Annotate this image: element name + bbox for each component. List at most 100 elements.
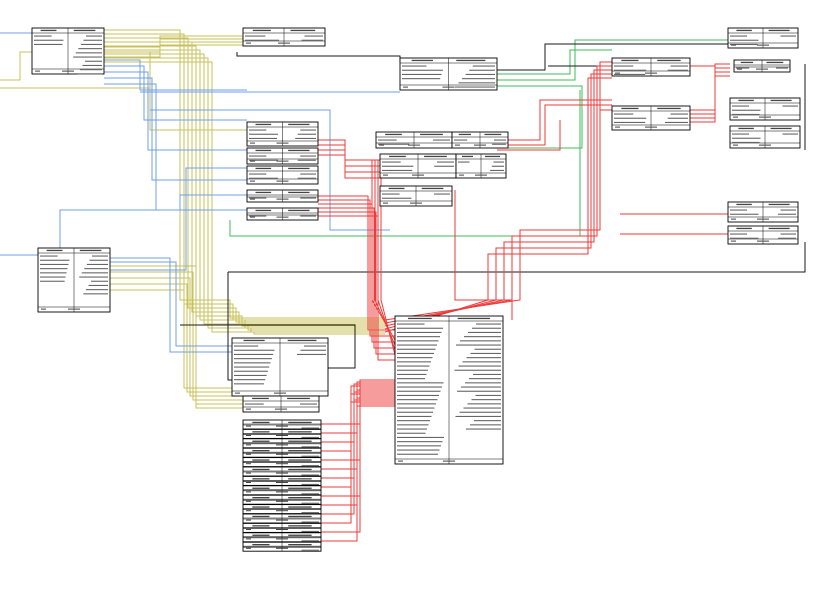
wire-red [380,160,396,356]
footer-text [276,519,288,521]
pin-label-right [79,276,108,278]
pin-label-right [466,428,501,430]
pin-label-right [782,105,798,107]
wire-red [320,405,395,542]
connector-bottom-stack-10 [242,504,322,515]
pin-label-right [301,521,319,523]
wire-red [320,403,395,533]
wire-yellow [110,271,243,401]
pin-label-left [234,379,266,381]
pin-label-right [300,403,317,405]
pin-label-right [92,255,108,257]
connector-bottom-stack-4 [242,447,322,458]
header-text-right [73,29,96,32]
wire-yellow [104,45,385,327]
wire-red [497,120,561,151]
pin-label-left [614,121,646,123]
pin-label-right [78,48,102,50]
pin-label-left [249,159,278,161]
pin-label-right [467,403,501,405]
footer-text [276,425,288,427]
header-text-left [388,187,405,190]
wire-yellow [104,44,243,58]
footer-text [757,44,769,46]
pin-label-right [301,465,319,467]
pin-label-left [730,233,748,235]
connector-lower-small [242,395,320,413]
pin-label-right [297,177,316,179]
pin-label-left [397,390,441,392]
pin-label-left [40,276,66,278]
connector-far-right-3 [729,97,801,121]
header-text-right [768,227,790,230]
wire-blue [150,109,390,231]
footer-text [250,180,255,182]
pin-label-left [732,141,760,143]
connector-bottom-stack-6 [242,466,322,477]
pin-label-left [730,35,748,37]
footer-text [759,116,771,118]
wire-red [497,104,612,146]
pin-label-left [397,352,434,354]
header-text-left [738,99,754,102]
pin-label-right [664,121,688,123]
footer-text [398,460,403,462]
wire-green [497,85,583,149]
connector-left-middle [37,247,111,313]
header-text-left [252,487,270,489]
pin-label-right [301,455,319,457]
pin-label-right [472,327,501,329]
header-text-right [768,29,790,32]
pin-label-right [454,369,501,371]
connector-bottom-stack-13 [242,532,322,543]
pin-label-left [614,113,634,115]
footer-text [246,519,251,521]
connector-center-4 [455,153,507,179]
pin-label-right [300,173,316,175]
pin-label-left [40,272,67,274]
pin-label-left [397,378,425,380]
header-text-left [252,29,271,32]
pin-label-left [249,173,267,175]
pin-label-right [301,474,319,476]
pin-label-right [300,215,316,217]
footer-text [274,392,286,394]
pin-label-left [34,35,52,37]
pin-label-right [461,386,501,388]
pin-label-left [402,73,442,75]
pin-label-right [84,268,108,270]
pin-label-right [300,129,316,131]
pin-label-left [397,386,442,388]
pin-label-right [301,549,319,551]
pin-label-right [494,139,506,141]
wire-yellow [195,268,243,409]
pin-label-left [234,370,268,372]
footer-text [475,174,487,176]
wire-blue [110,257,232,353]
pin-label-left [397,344,437,346]
header-text-right [288,191,310,194]
pin-label-left [382,197,412,199]
header-text-left [255,209,272,212]
pin-label-left [234,383,264,385]
connector-center-5 [379,185,453,207]
footer-text [276,180,289,182]
header-text-left [621,107,639,110]
pin-label-right [459,411,501,413]
pin-label-left [378,143,410,145]
footer-text [276,216,289,218]
wire-blue [110,167,247,271]
footer-text [408,144,420,146]
footer-text [246,500,251,502]
footer-text [455,144,460,146]
pin-label-left [397,331,442,333]
wire-blue [104,65,247,121]
pin-label-left [234,362,271,364]
header-text-right [288,167,310,170]
pin-label-right [433,139,450,141]
header-text-left [252,497,270,499]
wire-red [384,73,612,330]
pin-label-right [304,345,326,347]
connector-far-right-2 [733,59,791,73]
